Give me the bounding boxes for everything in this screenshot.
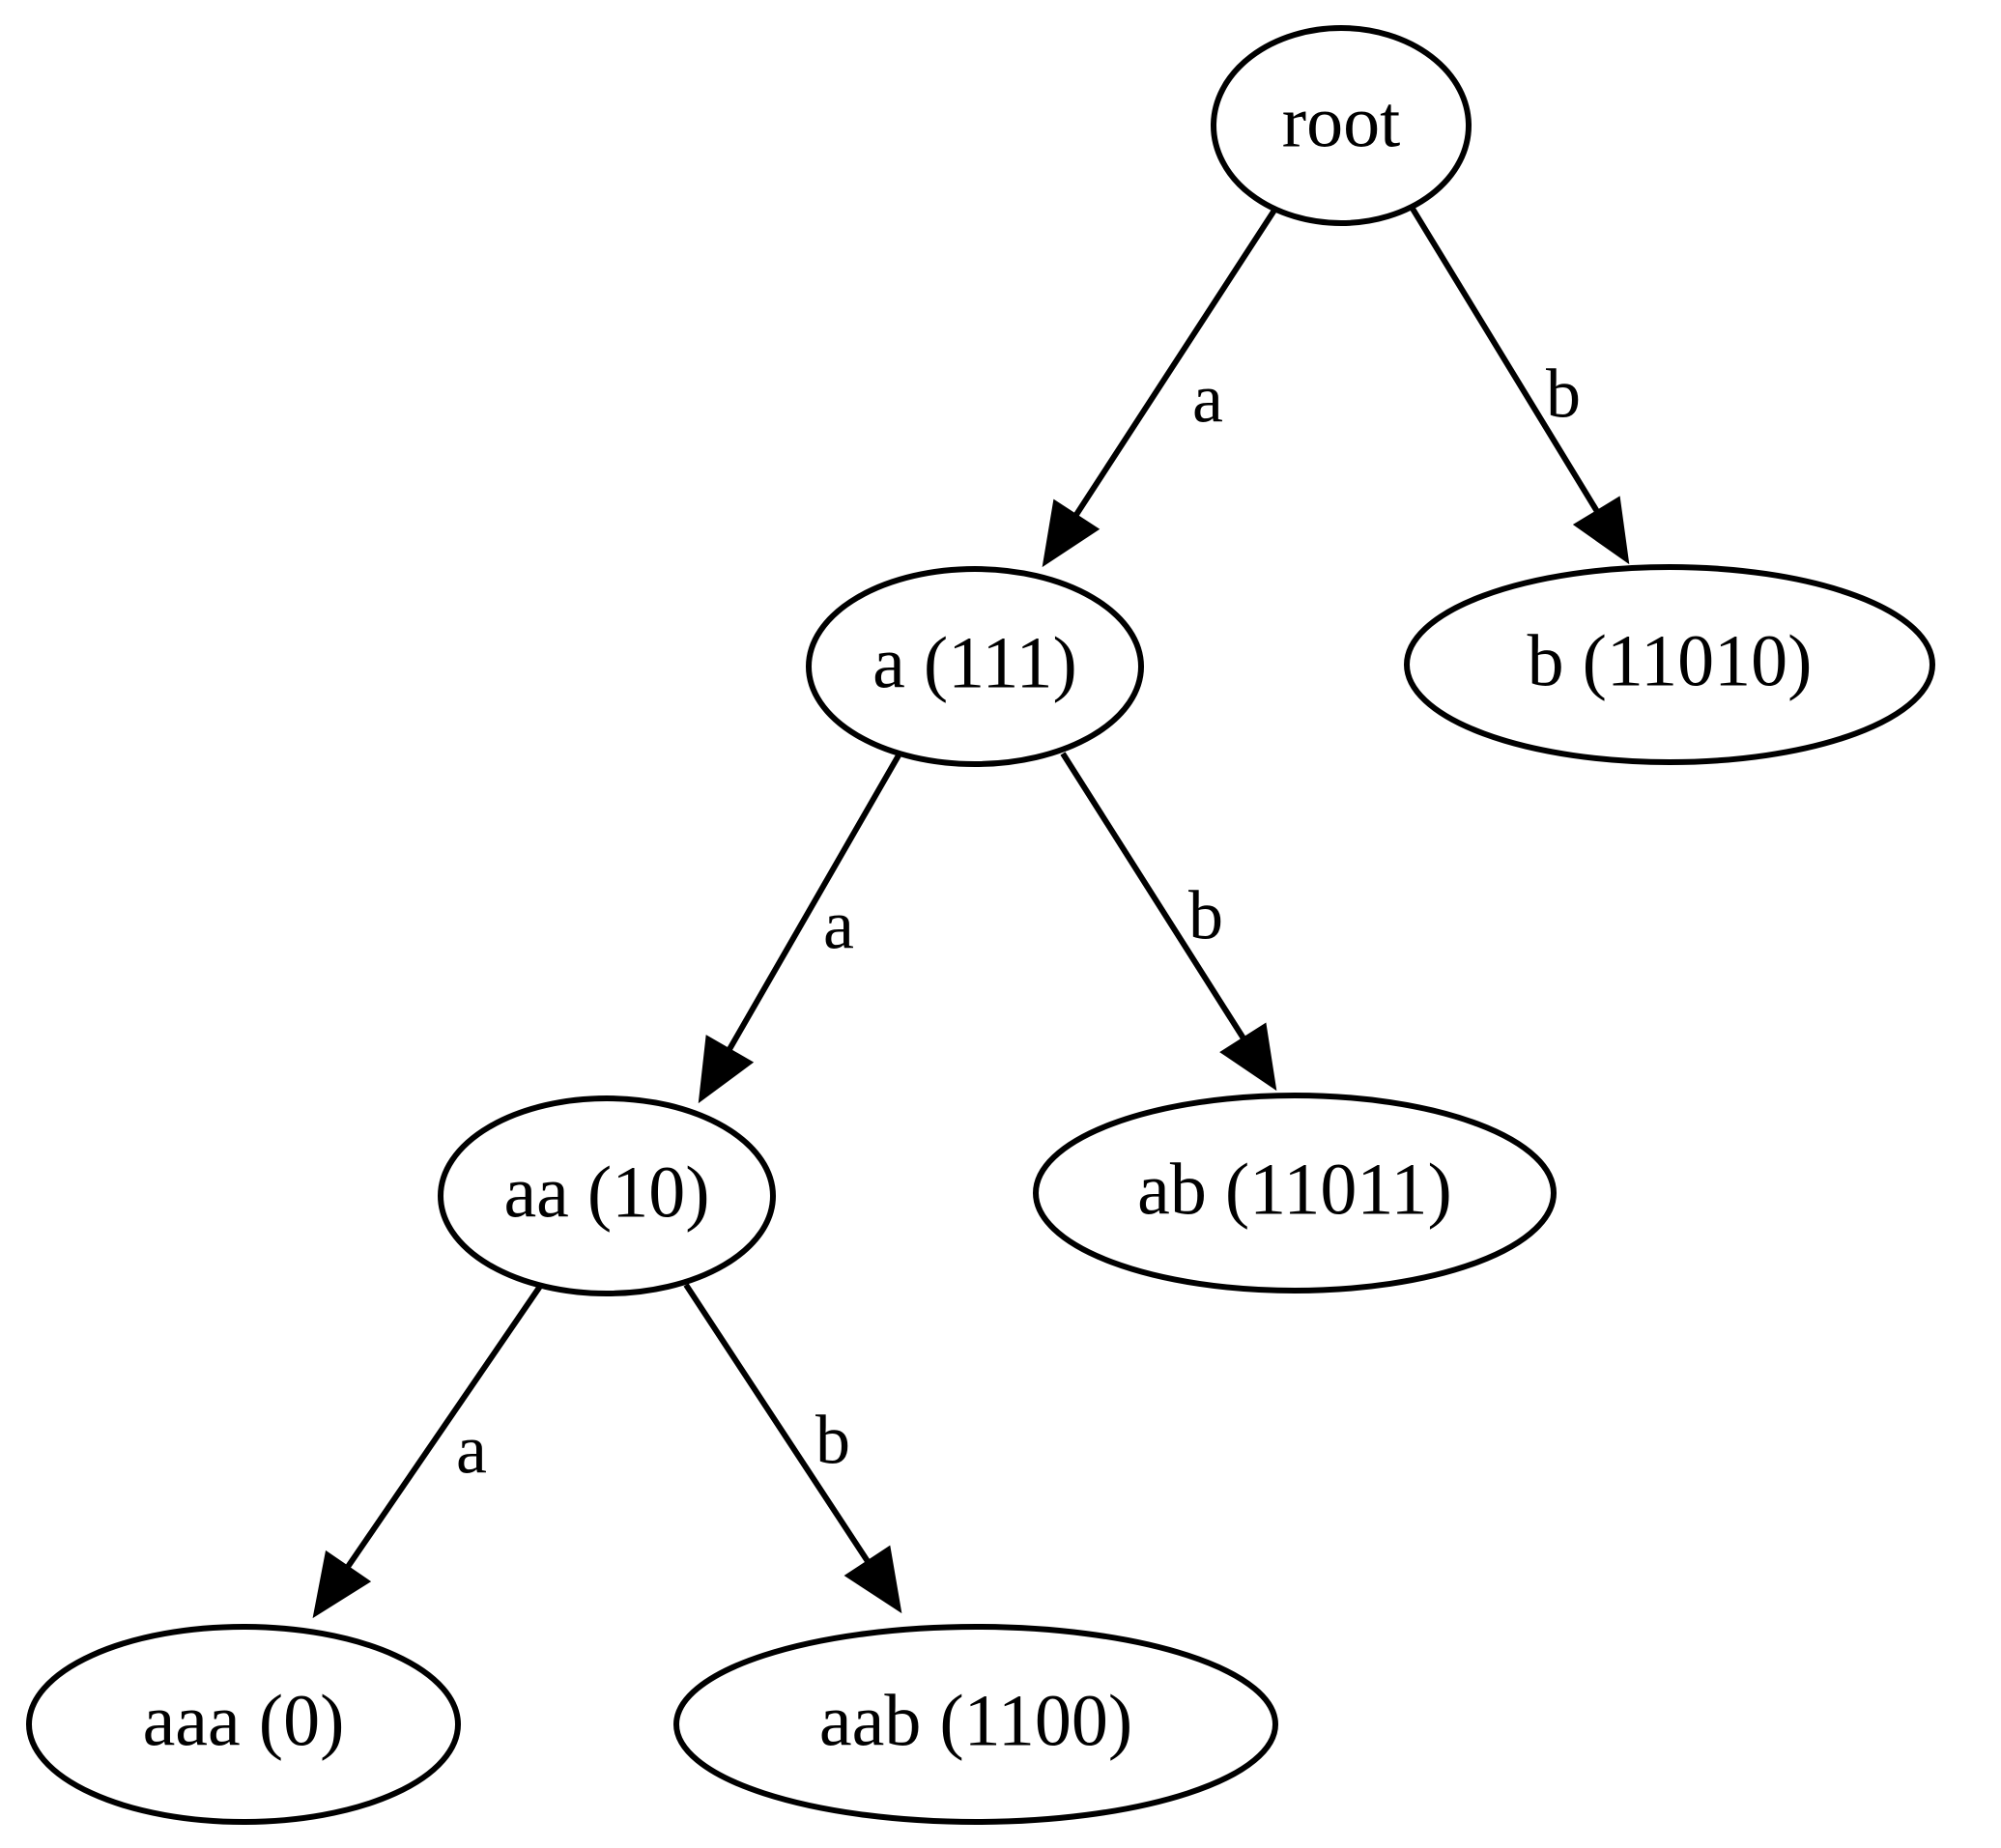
node-a[interactable]: a (111)	[806, 566, 1144, 767]
node-root[interactable]: root	[1211, 25, 1472, 226]
node-label-aaa: aaa (0)	[143, 1680, 345, 1761]
edge-line-aa-aab	[683, 1283, 874, 1570]
edge-arrowhead-a-aa	[698, 1035, 755, 1104]
node-ab[interactable]: ab (11011)	[1033, 1093, 1557, 1294]
node-aa[interactable]: aa (10)	[438, 1095, 776, 1296]
edge-aa-aaa	[312, 1283, 544, 1619]
node-label-b: b (11010)	[1528, 620, 1813, 701]
node-ellipse-aa[interactable]	[438, 1095, 776, 1296]
node-label-a: a (111)	[872, 622, 1077, 703]
edge-arrowhead-aa-aab	[843, 1545, 902, 1614]
edge-label-a-aa: a	[823, 887, 854, 964]
node-ellipse-ab[interactable]	[1033, 1093, 1557, 1294]
edge-label-aa-aaa: a	[456, 1411, 487, 1489]
node-aaa[interactable]: aaa (0)	[26, 1624, 461, 1825]
edge-labels-group: a b a b a b	[456, 355, 1581, 1489]
node-b[interactable]: b (11010)	[1404, 564, 1935, 765]
edge-aa-aab	[683, 1283, 902, 1614]
edges-group	[312, 207, 1630, 1619]
node-label-ab: ab (11011)	[1137, 1149, 1452, 1230]
edge-arrowhead-root-a	[1042, 498, 1101, 568]
edge-arrowhead-a-ab	[1219, 1022, 1277, 1092]
edge-line-a-ab	[1060, 752, 1250, 1047]
edge-arrowhead-root-b	[1572, 496, 1630, 565]
edge-line-root-b	[1410, 207, 1604, 520]
edge-line-root-a	[1069, 207, 1278, 524]
edge-line-aa-aaa	[341, 1283, 544, 1576]
edge-label-root-a: a	[1192, 360, 1223, 438]
edge-a-aa	[698, 753, 901, 1104]
node-ellipse-a[interactable]	[806, 566, 1144, 767]
edge-label-aa-aab: b	[815, 1402, 850, 1479]
node-ellipse-aab[interactable]	[673, 1624, 1278, 1825]
node-label-root: root	[1282, 81, 1400, 162]
edge-root-a	[1042, 207, 1278, 568]
node-ellipse-aaa[interactable]	[26, 1624, 461, 1825]
node-aab[interactable]: aab (1100)	[673, 1624, 1278, 1825]
edge-label-root-b: b	[1546, 355, 1581, 433]
node-label-aab: aab (1100)	[819, 1680, 1132, 1761]
edge-line-a-aa	[723, 753, 901, 1058]
node-ellipse-root[interactable]	[1211, 25, 1472, 226]
edge-arrowhead-aa-aaa	[312, 1549, 372, 1619]
node-label-aa: aa (10)	[503, 1151, 709, 1233]
node-ellipse-b[interactable]	[1404, 564, 1935, 765]
edge-root-b	[1410, 207, 1630, 565]
edge-label-a-ab: b	[1188, 877, 1223, 954]
edge-a-ab	[1060, 752, 1277, 1092]
